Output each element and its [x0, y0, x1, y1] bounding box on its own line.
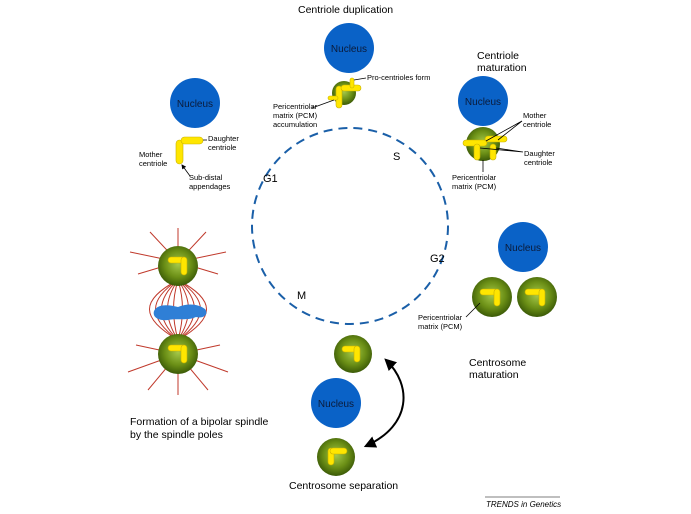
bipolar-spindle-title-line1: Formation of a bipolar spindle — [130, 416, 268, 428]
subdistal-appendages-line2: appendages — [189, 182, 231, 191]
nucleus-label: Nucleus — [177, 99, 213, 110]
maturation-mother-line2: centriole — [523, 120, 551, 129]
subdistal-pointer — [181, 164, 191, 177]
pcm-pointer — [465, 302, 481, 318]
centriole-maturation-stage: Centriole maturation Nucleus Mother cent… — [452, 50, 555, 191]
mother-centriole-line2: centriole — [139, 159, 167, 168]
daughter-centriole — [180, 136, 204, 145]
pcm-accumulation-line2: matrix (PCM) — [273, 111, 318, 120]
bipolar-spindle-title-line2: by the spindle poles — [130, 429, 223, 441]
g1-centriole-stage: Nucleus Daughter centriole Mother centri… — [139, 78, 239, 191]
mother-centriole — [175, 139, 184, 165]
centrosome-pcm-line2: matrix (PCM) — [418, 322, 463, 331]
pcm-accumulation-line1: Pericentriolar — [273, 102, 318, 111]
daughter-pointer — [479, 147, 524, 153]
centriole-duplication-stage: Centriole duplication Nucleus Pro-centri… — [273, 4, 430, 129]
nucleus-label: Nucleus — [465, 97, 501, 108]
cell-cycle-ring — [251, 127, 449, 325]
centrosome-separation-stage: Nucleus Centrosome separation — [289, 335, 405, 492]
centriole — [493, 288, 501, 307]
centriole — [353, 345, 361, 363]
centrosome-maturation-title-line2: maturation — [469, 369, 519, 381]
nucleus — [324, 23, 374, 73]
maturation-daughter-line1: Daughter — [524, 149, 555, 158]
metaphase-chromosomes — [153, 304, 207, 321]
procentriole — [349, 77, 355, 89]
centrosome — [517, 277, 557, 317]
centrosome-pcm-line1: Pericentriolar — [418, 313, 463, 322]
mother-pointer — [485, 120, 523, 142]
daughter-centriole — [489, 143, 497, 161]
nucleus-label: Nucleus — [505, 243, 541, 254]
pcm-pointer — [311, 99, 335, 109]
centriole — [329, 447, 348, 455]
centrosome-maturation-title-line1: Centrosome — [469, 357, 526, 369]
mother-centriole-line1: Mother — [139, 150, 163, 159]
centriole-maturation-title-line1: Centriole — [477, 50, 519, 62]
nucleus — [170, 78, 220, 128]
procentrioles-label: Pro-centrioles form — [367, 73, 430, 82]
spindle-pole-top — [158, 246, 198, 286]
centrosome — [472, 277, 512, 317]
centriole-duplication-title: Centriole duplication — [298, 4, 393, 16]
spindle-pole-bottom — [158, 334, 198, 374]
phase-label-g1: G1 — [263, 173, 278, 185]
nucleus — [498, 222, 548, 272]
daughter-centriole-line2: centriole — [208, 143, 236, 152]
centrosome-maturation-stage: Nucleus Pericentriolar matrix (PCM) Cent… — [418, 222, 557, 381]
maturation-pcm-line1: Pericentriolar — [452, 173, 497, 182]
pcm-accumulation-line3: accumulation — [273, 120, 317, 129]
mother-centriole — [484, 135, 508, 143]
centrosome — [317, 438, 355, 476]
nucleus-label: Nucleus — [331, 44, 367, 55]
maturation-pcm-line2: matrix (PCM) — [452, 182, 497, 191]
centrosome-separation-title: Centrosome separation — [289, 480, 398, 492]
nucleus — [458, 76, 508, 126]
daughter-centriole-line1: Daughter — [208, 134, 239, 143]
bipolar-spindle-stage: Formation of a bipolar spindle by the sp… — [127, 228, 268, 441]
maturation-daughter-line2: centriole — [524, 158, 552, 167]
procentrioles-pointer — [353, 77, 367, 81]
centriole-maturation-title-line2: maturation — [477, 62, 527, 74]
phase-label-s: S — [393, 151, 400, 163]
centriole — [180, 256, 188, 276]
maturation-mother-line1: Mother — [523, 111, 547, 120]
nucleus-label: Nucleus — [318, 399, 354, 410]
journal-credit: TRENDS in Genetics — [486, 500, 561, 509]
daughter-centriole — [473, 143, 481, 161]
separation-arrow — [363, 358, 405, 448]
phase-label-m: M — [297, 290, 306, 302]
procentriole — [327, 95, 339, 101]
centriole — [180, 344, 188, 364]
phase-label-g2: G2 — [430, 253, 445, 265]
centriole — [538, 288, 546, 307]
nucleus — [311, 378, 361, 428]
subdistal-appendages-line1: Sub-distal — [189, 173, 223, 182]
centrosome — [334, 335, 372, 373]
